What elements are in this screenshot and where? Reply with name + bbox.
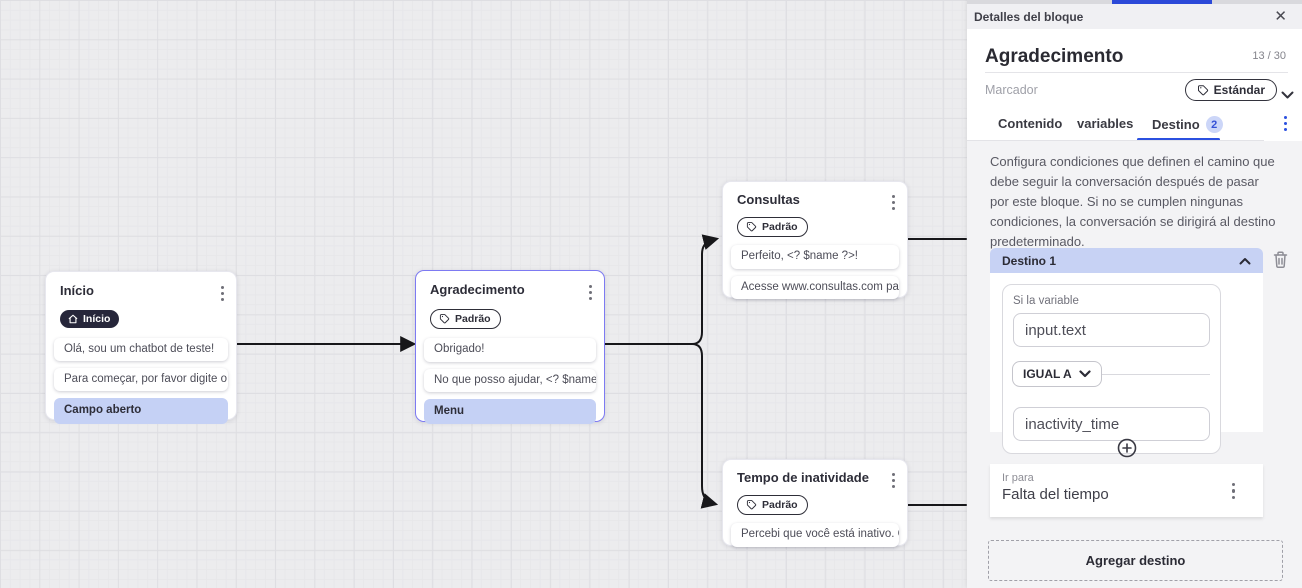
variable-input[interactable] bbox=[1013, 313, 1210, 347]
tab-variables[interactable]: variables bbox=[1077, 116, 1134, 131]
destino-count-badge: 2 bbox=[1205, 116, 1223, 133]
tag-icon bbox=[439, 314, 450, 324]
node-message[interactable]: Para começar, por favor digite o ... bbox=[54, 368, 228, 392]
node-title: Início bbox=[60, 283, 94, 298]
add-condition-icon[interactable] bbox=[1116, 437, 1138, 459]
operator-row: IGUAL A bbox=[1012, 361, 1210, 387]
destino-description: Configura condiciones que definen el cam… bbox=[990, 154, 1276, 249]
node-title: Tempo de inatividade bbox=[737, 470, 869, 485]
node-open-field[interactable]: Campo aberto bbox=[54, 398, 228, 424]
chevron-down-icon[interactable] bbox=[1281, 87, 1294, 105]
top-tab-indicator bbox=[1112, 0, 1212, 4]
edge-to-tempo[interactable] bbox=[691, 343, 719, 509]
tabs-menu-icon[interactable] bbox=[1284, 113, 1287, 133]
char-counter: 13 / 30 bbox=[1252, 50, 1286, 62]
chevron-down-icon bbox=[1079, 370, 1091, 378]
tab-contenido[interactable]: Contenido bbox=[998, 116, 1063, 131]
operator-select[interactable]: IGUAL A bbox=[1012, 361, 1102, 387]
node-message[interactable]: Percebi que você está inativo. C... bbox=[731, 523, 899, 547]
node-type-badge: Início bbox=[60, 309, 120, 329]
node-menu-icon[interactable] bbox=[589, 282, 592, 302]
panel-top-strip bbox=[967, 0, 1302, 4]
tag-icon bbox=[1197, 85, 1208, 96]
flow-node-tempo-inatividade[interactable]: Tempo de inatividade Padrão Percebi que … bbox=[722, 459, 908, 547]
node-menu-icon[interactable] bbox=[892, 192, 895, 212]
go-to-value: Falta del tiempo bbox=[1002, 486, 1109, 503]
node-message[interactable]: Olá, sou um chatbot de teste! bbox=[54, 337, 228, 362]
condition-body: Si la variable IGUAL A bbox=[990, 273, 1263, 454]
tag-icon bbox=[746, 500, 757, 510]
divider bbox=[985, 72, 1288, 73]
chevron-up-icon[interactable] bbox=[1239, 257, 1251, 265]
node-type-badge: Padrão bbox=[737, 216, 808, 238]
close-icon[interactable]: ✕ bbox=[1274, 8, 1287, 25]
panel-header-bar: Detalles del bloque ✕ bbox=[967, 4, 1302, 29]
node-menu-icon[interactable] bbox=[221, 283, 224, 303]
condition-box: Si la variable IGUAL A bbox=[1002, 284, 1221, 454]
flow-node-inicio[interactable]: Início Início Olá, sou um chatbot de tes… bbox=[45, 271, 237, 424]
go-to-row[interactable]: Ir para Falta del tiempo bbox=[990, 464, 1263, 517]
block-details-panel: Detalles del bloque ✕ Agradecimento 13 /… bbox=[967, 0, 1302, 588]
node-type-badge: Padrão bbox=[737, 494, 808, 516]
flow-node-agradecimento[interactable]: Agradecimento Padrão Obrigado! No que po… bbox=[415, 270, 605, 425]
value-input[interactable] bbox=[1013, 407, 1210, 441]
home-icon bbox=[68, 314, 78, 324]
node-message[interactable]: Perfeito, <? $name ?>! bbox=[731, 245, 899, 269]
destino-1-card: Destino 1 Si la variable IGUAL A bbox=[990, 248, 1263, 517]
tab-destino[interactable]: Destino 2 bbox=[1152, 116, 1223, 133]
flow-node-consultas[interactable]: Consultas Padrão Perfeito, <? $name ?>! … bbox=[722, 181, 908, 299]
trash-icon[interactable] bbox=[1272, 250, 1289, 269]
add-destination-button[interactable]: Agregar destino bbox=[988, 540, 1283, 581]
node-type-badge: Padrão bbox=[430, 308, 501, 330]
destino-tab-content: Configura condiciones que definen el cam… bbox=[967, 141, 1302, 588]
go-to-menu-icon[interactable] bbox=[1231, 480, 1235, 501]
active-tab-indicator bbox=[1137, 138, 1220, 141]
node-title: Consultas bbox=[737, 192, 800, 207]
node-message[interactable]: Acesse www.consultas.com par... bbox=[731, 275, 899, 299]
add-condition-row bbox=[990, 432, 1263, 464]
variable-label: Si la variable bbox=[1013, 295, 1079, 307]
node-message[interactable]: Obrigado! bbox=[424, 338, 596, 362]
node-message[interactable]: No que posso ajudar, <? $name ... bbox=[424, 368, 596, 392]
node-menu-item[interactable]: Menu bbox=[424, 398, 596, 425]
marcador-chip[interactable]: Estándar bbox=[1184, 79, 1277, 101]
panel-title: Detalles del bloque bbox=[974, 9, 1084, 24]
node-title: Agradecimento bbox=[430, 282, 525, 297]
block-name[interactable]: Agradecimento bbox=[985, 46, 1124, 67]
destino-1-header[interactable]: Destino 1 bbox=[990, 248, 1263, 273]
tag-icon bbox=[746, 222, 757, 232]
go-to-label: Ir para bbox=[1002, 472, 1034, 484]
edge-to-consultas[interactable] bbox=[691, 234, 720, 345]
node-menu-icon[interactable] bbox=[892, 470, 895, 490]
tabs-divider bbox=[967, 140, 1264, 141]
marcador-label: Marcador bbox=[985, 83, 1038, 97]
